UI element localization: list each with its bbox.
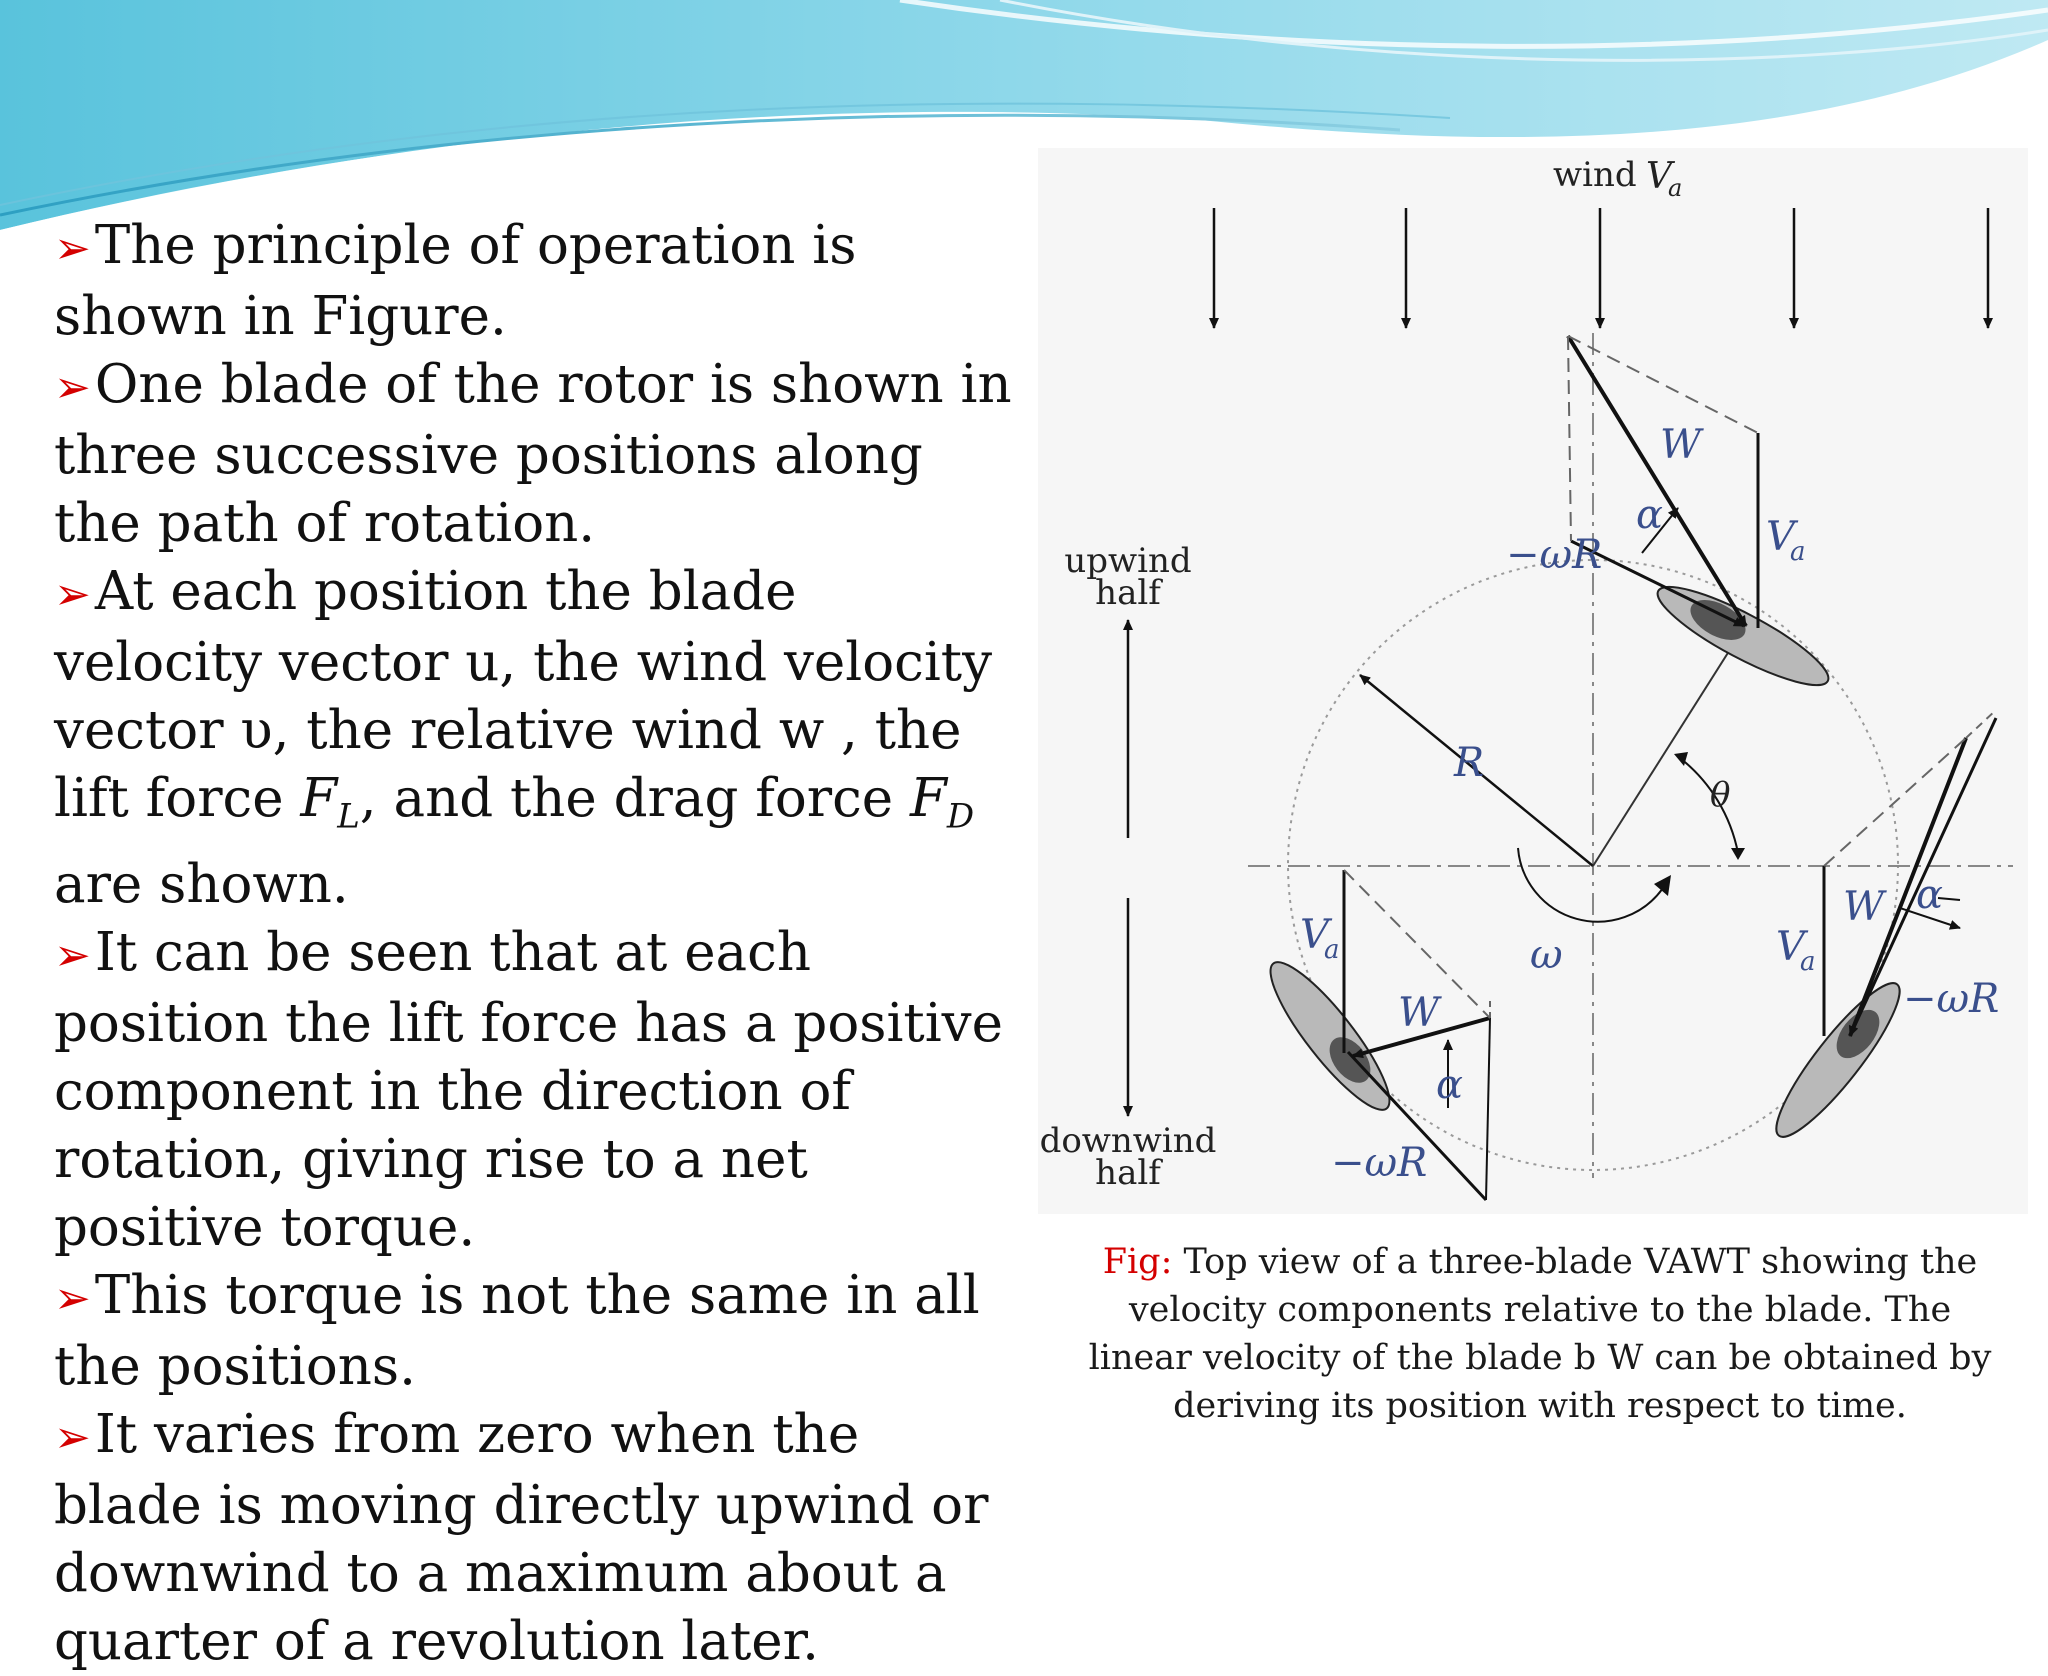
omega-label: ω: [1530, 932, 1563, 978]
wind-symbol-subscript: a: [1668, 174, 1682, 202]
va-label-right: V: [1776, 924, 1809, 970]
w-label-right: W: [1843, 884, 1887, 930]
wr-label-top: −ωR: [1506, 532, 1602, 578]
bullet-text: It can be seen that at each position the…: [54, 921, 1003, 1258]
theta-label: θ: [1710, 775, 1730, 815]
figure-caption: Fig: Top view of a three-blade VAWT show…: [1080, 1238, 2000, 1430]
radius-label: R: [1453, 740, 1484, 786]
wind-label: wind: [1553, 155, 1637, 195]
upwind-label-line1: upwind: [1064, 541, 1191, 581]
blade-left: [1269, 961, 1391, 1111]
blade-right: [1775, 982, 1901, 1138]
wr-label-right: −ωR: [1903, 976, 1999, 1022]
bullet-text: This torque is not the same in all the p…: [54, 1264, 980, 1397]
wind-symbol: V: [1646, 156, 1676, 197]
bullet-item: ➢At each position the blade velocity vec…: [54, 558, 1014, 919]
upwind-label-line2: half: [1095, 573, 1163, 613]
omega-arc: [1517, 847, 1664, 923]
force-symbol: FD: [910, 768, 975, 837]
blade-left-group: α W V a −ωR: [1269, 869, 1491, 1202]
vawt-figure: wind V a upwind half downwind half R: [1038, 148, 2028, 1214]
bullet-text: It varies from zero when the blade is mo…: [54, 1403, 989, 1672]
bullet-item: ➢It varies from zero when the blade is m…: [54, 1401, 1014, 1676]
bullet-text: , and the drag force: [359, 768, 911, 829]
bullet-text: The principle of operation is shown in F…: [54, 215, 857, 347]
va-sub-top: a: [1790, 537, 1806, 567]
blade-top-group: α W V a −ωR: [1506, 334, 1830, 687]
blade-right-group: α W V a −ωR: [1775, 709, 1999, 1138]
alpha-label-left: α: [1436, 1062, 1463, 1108]
bullet-list: ➢The principle of operation is shown in …: [54, 212, 1014, 1676]
bullet-arrow-icon: ➢: [54, 569, 91, 620]
bullet-arrow-icon: ➢: [54, 1411, 91, 1463]
bullet-item: ➢One blade of the rotor is shown in thre…: [54, 351, 1014, 558]
downwind-label-line2: half: [1095, 1153, 1163, 1193]
bullet-text: One blade of the rotor is shown in three…: [54, 354, 1012, 554]
w-label-top: W: [1660, 422, 1704, 468]
caption-text: Top view of a three-blade VAWT showing t…: [1088, 1242, 1992, 1426]
alpha-label-top: α: [1636, 492, 1663, 538]
va-label-top: V: [1766, 514, 1799, 560]
header-wave-banner: [0, 0, 2048, 240]
wr-label-left: −ωR: [1331, 1140, 1427, 1186]
force-symbol: FL: [300, 768, 360, 837]
bullet-arrow-icon: ➢: [54, 1272, 91, 1324]
radius-line: [1359, 674, 1594, 867]
bullet-item: ➢This torque is not the same in all the …: [54, 1262, 1014, 1401]
bullet-text: At each position the blade velocity vect…: [54, 561, 993, 829]
va-sub-right: a: [1800, 947, 1816, 977]
w-label-left: W: [1398, 990, 1442, 1036]
va-sub-left: a: [1324, 935, 1340, 965]
alpha-label-right: α: [1916, 872, 1943, 918]
bullet-arrow-icon: ➢: [54, 929, 91, 981]
vawt-velocity-diagram: wind V a upwind half downwind half R: [1040, 155, 2013, 1202]
theta-arc: [1679, 757, 1739, 854]
bullet-arrow-icon: ➢: [54, 223, 91, 274]
wind-arrows: [1209, 208, 1993, 329]
blade-arm-top: [1592, 617, 1751, 867]
bullet-item: ➢The principle of operation is shown in …: [54, 212, 1014, 351]
bullet-text: are shown.: [54, 853, 349, 915]
bullet-arrow-icon: ➢: [54, 362, 91, 413]
caption-fig-label: Fig:: [1102, 1242, 1173, 1282]
va-label-left: V: [1300, 912, 1333, 958]
bullet-item: ➢It can be seen that at each position th…: [54, 919, 1014, 1262]
downwind-label-line1: downwind: [1040, 1121, 1217, 1161]
